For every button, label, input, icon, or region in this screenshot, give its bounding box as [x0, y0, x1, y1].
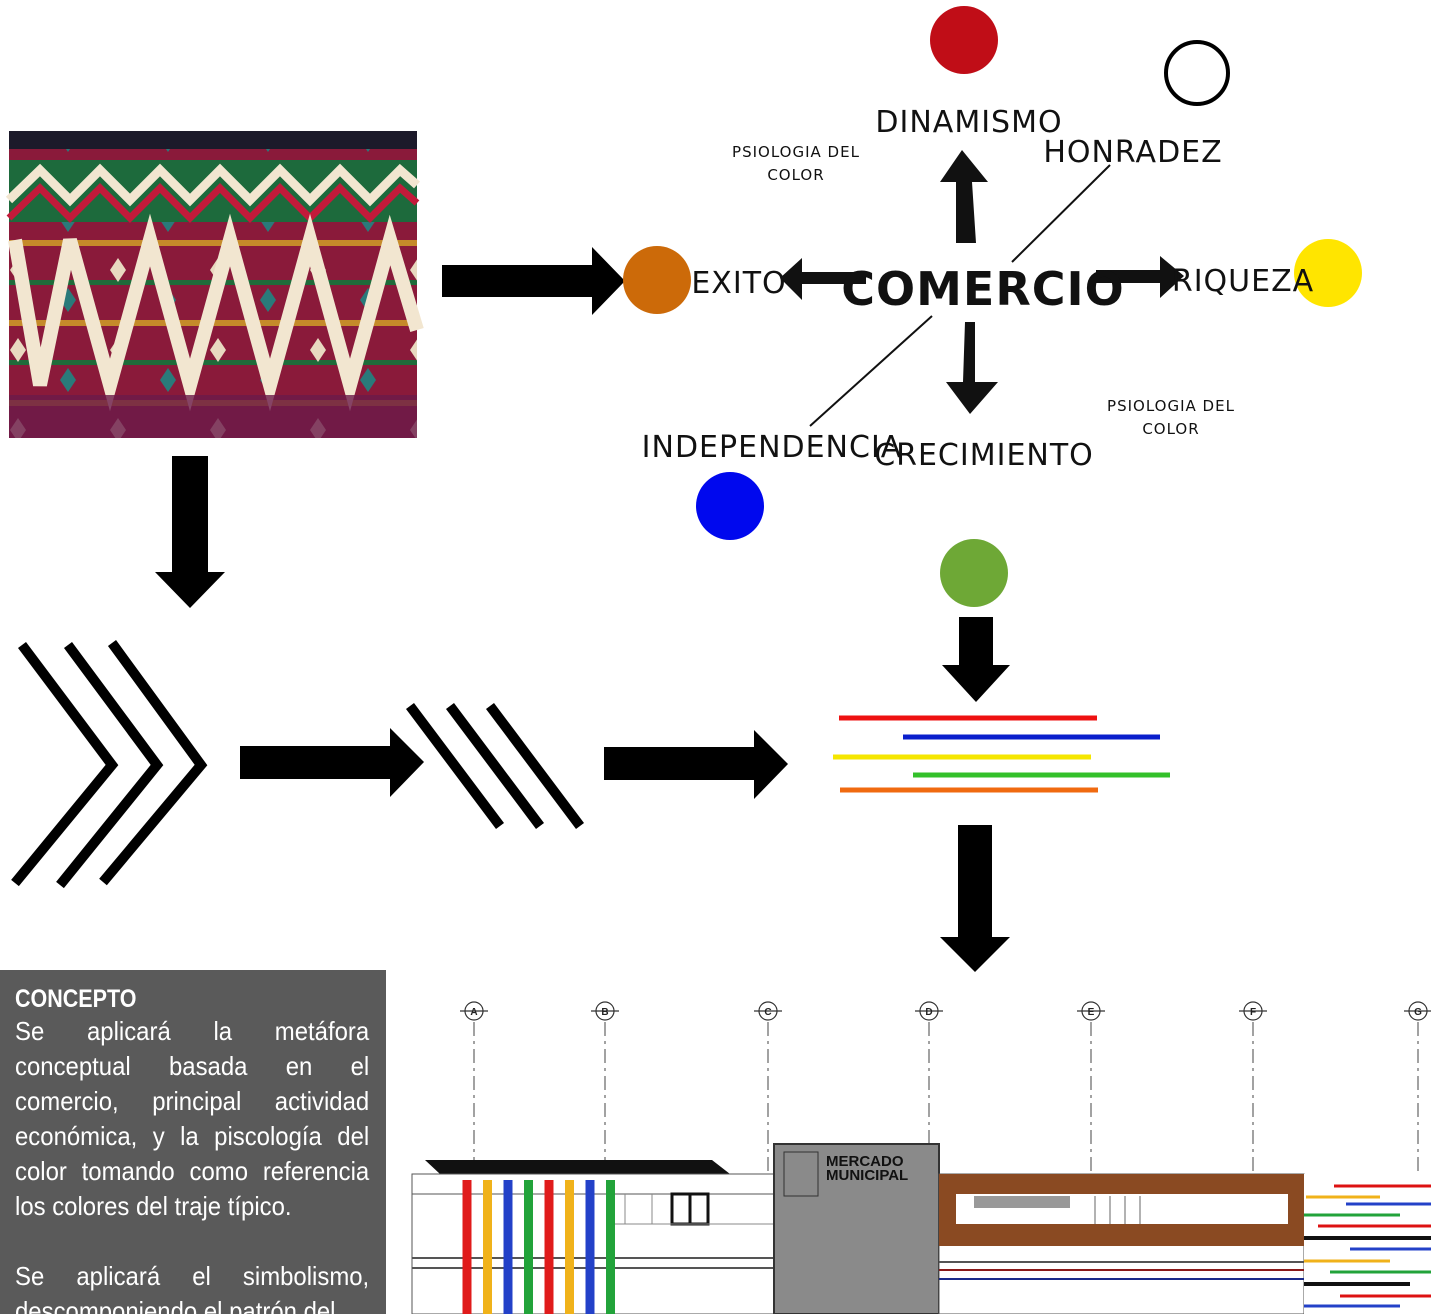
arrow-stripes-to-elevation: [940, 825, 1010, 972]
grid-label-a: A: [470, 1007, 477, 1018]
riqueza-label: RIQUEZA: [1172, 264, 1314, 299]
color-psychology-note-top-line2: COLOR: [767, 166, 824, 184]
concept-paragraph-1: Se aplicará la metáfora conceptual basad…: [15, 1016, 370, 1221]
color-psychology-note-bottom-line2: COLOR: [1142, 420, 1199, 438]
independencia-label: INDEPENDENCIA: [642, 430, 903, 465]
arrow-green-down: [942, 617, 1010, 702]
yellow-dot: [1294, 239, 1362, 307]
red-dot: [930, 6, 998, 74]
comercio-label: COMERCIO: [841, 262, 1124, 316]
arrow-chevron-to-lines: [240, 728, 424, 797]
concept-panel: CONCEPTO Se aplicará la metáfora concept…: [0, 970, 386, 1314]
blue-dot: [696, 472, 764, 540]
dinamismo-label: DINAMISMO: [875, 105, 1062, 140]
crecimiento-label: CRECIMIENTO: [874, 438, 1094, 473]
sign-mercado: MERCADO: [826, 1153, 904, 1170]
arrow-textile-to-colors: [442, 247, 625, 315]
mindmap-arrows: [780, 150, 1184, 427]
concept-title: CONCEPTO: [15, 985, 137, 1013]
textile-photo: [5, 131, 424, 438]
diagonal-lines: [406, 703, 584, 829]
grid-label-g: G: [1414, 1007, 1422, 1018]
grid-label-d: D: [925, 1007, 932, 1018]
grid-bubbles: [460, 1001, 1431, 1021]
arrow-lines-to-stripes: [604, 730, 788, 799]
white-dot: [1164, 40, 1230, 106]
green-dot: [940, 539, 1008, 607]
grid-label-c: C: [764, 1007, 771, 1018]
orange-dot: [623, 246, 691, 314]
chevron-pattern: [11, 640, 208, 889]
grid-label-e: E: [1088, 1007, 1095, 1018]
colored-columns: [462, 1180, 615, 1314]
honradez-label: HONRADEZ: [1043, 135, 1222, 170]
grid-label-b: B: [601, 1007, 608, 1018]
concept-paragraph-2: Se aplicará el simbolismo, descomponiend…: [15, 1261, 370, 1314]
arrow-textile-down: [155, 456, 225, 608]
grid-label-f: F: [1250, 1007, 1256, 1018]
building-elevation: A B C D E F G MERCADO MUNICIPAL: [411, 1001, 1431, 1314]
sign-municipal: MUNICIPAL: [826, 1167, 908, 1184]
color-stripes: [833, 715, 1170, 793]
exito-label: EXITO: [691, 266, 786, 301]
color-psychology-note-top-line1: PSIOLOGIA DEL: [732, 143, 860, 161]
color-psychology-note-bottom-line1: PSIOLOGIA DEL: [1107, 397, 1235, 415]
